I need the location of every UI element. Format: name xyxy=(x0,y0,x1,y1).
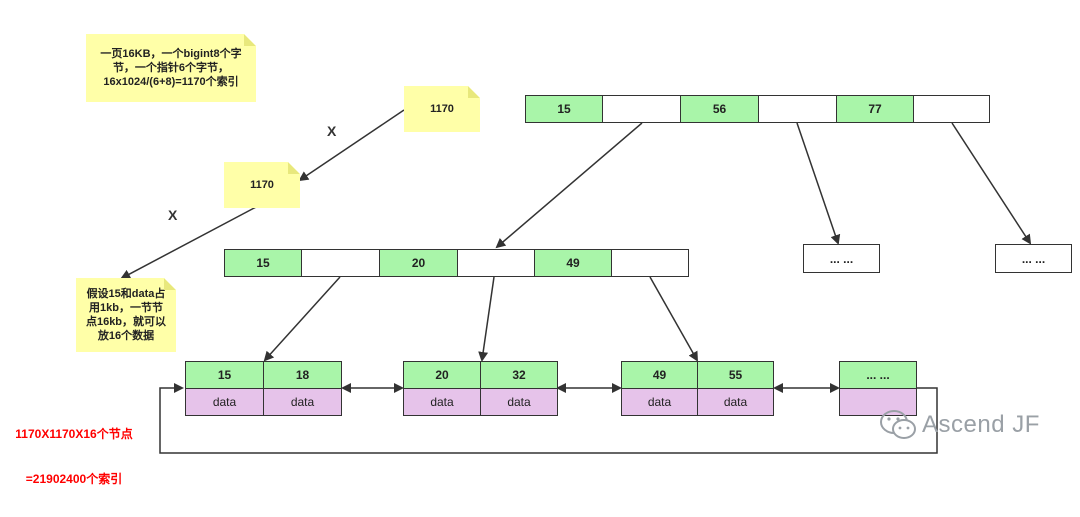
connector-lines xyxy=(120,109,1032,454)
watermark-text: Ascend JF xyxy=(922,411,1040,438)
leaf-key-cell: 49 xyxy=(621,361,698,389)
note-leaf-capacity: 假设15和data占 用1kb，一节节 点16kb，就可以 放16个数据 xyxy=(76,278,176,352)
note-page-size: 一页16KB，一个bigint8个字 节，一个指针6个字节， 16x1024/(… xyxy=(86,34,256,102)
leaf-data-cell xyxy=(839,388,917,416)
placeholder-node: ... ... xyxy=(803,244,880,273)
leaf-data-cell: data xyxy=(621,388,698,416)
note-line: 节，一个指针6个字节， xyxy=(112,62,230,74)
leaf-data-cell: data xyxy=(480,388,558,416)
leaf-key-cell: 18 xyxy=(263,361,342,389)
wechat-icon xyxy=(880,410,916,439)
leaf-key-cell: ... ... xyxy=(839,361,917,389)
root-pointer-cell xyxy=(602,95,681,123)
internal-pointer-cell xyxy=(611,249,689,277)
note-line: 点16kb，就可以 xyxy=(85,316,167,328)
arrow-root-to-ph2 xyxy=(951,122,1032,245)
note-text: 1170 xyxy=(250,179,274,191)
note-line: 一页16KB，一个bigint8个字 xyxy=(100,48,242,60)
internal-key-cell: 20 xyxy=(379,249,458,277)
arrow-root-to-mid xyxy=(495,122,643,249)
note-1170-mid: 1170 xyxy=(224,162,300,208)
arrow-mid-to-leaf2 xyxy=(478,276,495,362)
total-line: 1170X1170X16个节点 xyxy=(15,427,133,441)
internal-pointer-cell xyxy=(301,249,380,277)
placeholder-node: ... ... xyxy=(995,244,1072,273)
internal-pointer-cell xyxy=(457,249,535,277)
leaf-key-cell: 15 xyxy=(185,361,264,389)
root-pointer-cell xyxy=(913,95,990,123)
leaf-data-cell: data xyxy=(185,388,264,416)
arrow-root-to-ph1 xyxy=(796,122,841,245)
note-line: 用1kb，一节节 xyxy=(89,302,163,314)
multiply-sign-1: X xyxy=(327,123,337,139)
leaf-key-cell: 20 xyxy=(403,361,481,389)
arrow-mid-to-leaf1 xyxy=(263,276,341,362)
leaf-key-cell: 32 xyxy=(480,361,558,389)
btree-diagram: 一页16KB，一个bigint8个字 节，一个指针6个字节， 16x1024/(… xyxy=(15,0,1072,486)
root-key-cell: 15 xyxy=(525,95,603,123)
leaf-data-cell: data xyxy=(403,388,481,416)
arrow-note-top-to-mid xyxy=(298,109,405,182)
note-line: 放16个数据 xyxy=(97,330,155,342)
multiply-sign-2: X xyxy=(168,207,178,223)
note-line: 16x1024/(6+8)=1170个索引 xyxy=(103,76,239,88)
root-key-cell: 56 xyxy=(680,95,759,123)
note-1170-top: 1170 xyxy=(404,86,480,132)
internal-key-cell: 15 xyxy=(224,249,302,277)
link-leaf-loop xyxy=(159,383,938,454)
watermark: Ascend JF xyxy=(878,408,1040,442)
leaf-data-cell: data xyxy=(263,388,342,416)
note-line: 假设15和data占 xyxy=(86,288,166,300)
root-pointer-cell xyxy=(758,95,837,123)
root-key-cell: 77 xyxy=(836,95,914,123)
total-line: =21902400个索引 xyxy=(25,472,123,486)
internal-key-cell: 49 xyxy=(534,249,612,277)
leaf-key-cell: 55 xyxy=(697,361,774,389)
arrow-note-mid-to-leaf xyxy=(120,205,259,279)
note-text: 1170 xyxy=(430,103,454,115)
leaf-data-cell: data xyxy=(697,388,774,416)
total-index-count: 1170X1170X16个节点 =21902400个索引 xyxy=(4,397,144,517)
arrow-mid-to-leaf3 xyxy=(649,276,698,362)
